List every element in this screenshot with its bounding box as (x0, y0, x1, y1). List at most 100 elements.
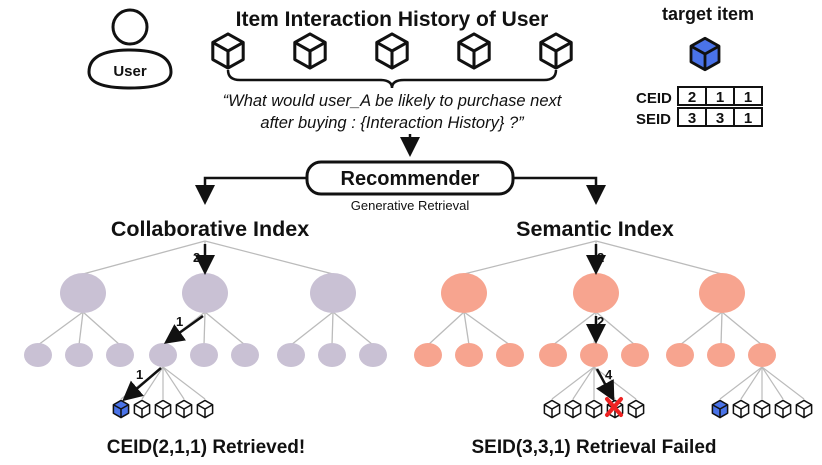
history-cube-icon (457, 32, 491, 70)
recommender-sublabel: Generative Retrieval (351, 198, 470, 213)
tree-node-level2 (359, 343, 387, 367)
tree-node-level2 (414, 343, 442, 367)
user-label: User (113, 63, 147, 80)
leaf-item-cube-icon (175, 399, 193, 419)
leaf-item-cube-icon (112, 399, 130, 419)
tree-edge (37, 311, 84, 346)
collab-path-arrow (122, 367, 162, 402)
tree-edge (141, 366, 164, 400)
tree-node-level1 (441, 273, 487, 313)
tree-node-level1 (699, 273, 745, 313)
ceid-boxes (677, 86, 763, 106)
tree-node-level1 (182, 273, 228, 313)
tree-node-level2 (106, 343, 134, 367)
tree-edge (595, 311, 636, 346)
tree-edge (463, 311, 470, 346)
seid-boxes (677, 107, 763, 127)
ceid-digit-2: 1 (716, 89, 724, 106)
tree-node-level2 (580, 343, 608, 367)
tree-edge (427, 311, 465, 346)
semantic-step-3: 4 (605, 367, 613, 382)
cross-icon (605, 397, 623, 417)
tree-node-level2 (231, 343, 259, 367)
tree-edge (332, 311, 374, 346)
collab-step-3: 1 (136, 367, 143, 382)
collaborative-title: Collaborative Index (111, 217, 309, 241)
target-title: target item (662, 4, 754, 24)
ceid-digit-1: 2 (688, 89, 696, 106)
history-cube-icon (539, 32, 573, 70)
tree-node-level1 (310, 273, 356, 313)
tree-node-level2 (707, 343, 735, 367)
prompt-line-2: after buying : {Interaction History} ?” (260, 114, 525, 132)
tree-edge (463, 311, 511, 346)
tree-edge (203, 311, 206, 346)
tree-node-level2 (190, 343, 218, 367)
semantic-step-1: 2 (597, 250, 604, 265)
retrieval-paths (122, 244, 615, 402)
history-brace (226, 69, 558, 89)
user-icon (87, 8, 173, 90)
tree-edge (82, 311, 121, 346)
tree-edge (740, 366, 763, 400)
history-cube-icon (211, 32, 245, 70)
seid-digit-2: 3 (716, 110, 724, 127)
leaf-item-cube-icon (774, 399, 792, 419)
leaf-item-cube-icon (585, 399, 603, 419)
seid-digit-3: 1 (744, 110, 752, 127)
history-items (211, 32, 573, 70)
semantic-step-2: 2 (597, 314, 604, 329)
collab-step-1: 2 (193, 250, 200, 265)
leaf-item-cube-icon (564, 399, 582, 419)
tree-node-level1 (573, 273, 619, 313)
ceid-digit-3: 1 (744, 89, 752, 106)
leaf-item-cube-icon (133, 399, 151, 419)
collab-step-2: 1 (176, 314, 183, 329)
tree-node-level2 (496, 343, 524, 367)
ceid-label: CEID (636, 90, 672, 107)
tree-edge (593, 366, 637, 400)
collaborative-result: CEID(2,1,1) Retrieved! (107, 437, 306, 458)
tree-nodes (24, 273, 776, 367)
leaf-item-cube-icon (196, 399, 214, 419)
tree-edge (595, 240, 723, 275)
tree-node-level2 (455, 343, 483, 367)
tree-edge (551, 366, 595, 400)
tree-node-level2 (318, 343, 346, 367)
tree-edge (82, 240, 206, 275)
tree-edge (572, 366, 595, 400)
tree-edge (720, 311, 723, 346)
leaf-item-cube-icon (154, 399, 172, 419)
tree-edge (721, 311, 763, 346)
target-cube-icon (689, 36, 721, 72)
tree-edge (463, 240, 597, 275)
recommender-label: Recommender (341, 168, 480, 190)
seid-label: SEID (636, 111, 671, 128)
arrow-to-semantic (513, 176, 606, 205)
leaf-item-cube-icon (732, 399, 750, 419)
leaf-item-cube-icon (795, 399, 813, 419)
leaf-item-cube-icon (711, 399, 729, 419)
seid-digit-1: 3 (688, 110, 696, 127)
leaf-item-cube-icon (753, 399, 771, 419)
tree-edge (761, 366, 805, 400)
tree-edge (679, 311, 723, 346)
tree-node-level2 (277, 343, 305, 367)
tree-node-level2 (539, 343, 567, 367)
tree-edge (719, 366, 763, 400)
history-title: Item Interaction History of User (236, 8, 549, 31)
tree-node-level1 (60, 273, 106, 313)
history-cube-icon (375, 32, 409, 70)
tree-node-level2 (748, 343, 776, 367)
prompt-line-1: “What would user_A be likely to purchase… (223, 92, 563, 110)
tree-edge (290, 311, 334, 346)
history-cube-icon (293, 32, 327, 70)
leaf-item-cube-icon (627, 399, 645, 419)
semantic-path-arrow (595, 368, 615, 402)
semantic-result: SEID(3,3,1) Retrieval Failed (472, 437, 717, 458)
tree-edge (331, 311, 334, 346)
tree-edge (162, 366, 185, 400)
leaf-item-cube-icon (543, 399, 561, 419)
tree-node-level2 (149, 343, 177, 367)
